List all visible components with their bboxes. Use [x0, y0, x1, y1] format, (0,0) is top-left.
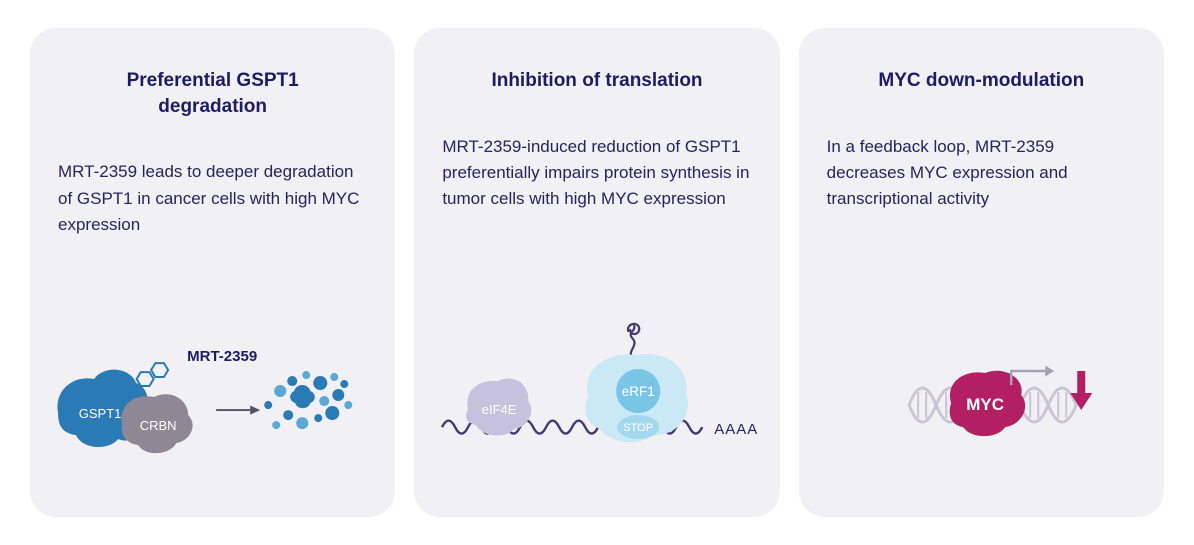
polya-label: AAAA: [715, 421, 759, 438]
myc-svg: MYC: [907, 365, 1092, 436]
card2-title: Inhibition of translation: [491, 70, 703, 91]
erf1-core: [616, 368, 661, 413]
translation-illustration: eIF4E eRF1 STOP AAAA: [414, 321, 779, 491]
erf1-label: eRF1: [622, 384, 655, 399]
degradation-fragments: [264, 370, 353, 429]
molecule-icon: [135, 361, 170, 387]
mrt-2359-label: MRT-2359: [187, 348, 257, 365]
crbn-label: CRBN: [140, 418, 177, 433]
gspt1-degradation-svg: MRT-2359 GSPT1 CRBN: [57, 348, 353, 454]
down-arrow-icon: [1069, 370, 1092, 410]
eif4e-blob: [466, 378, 532, 436]
card1-body: MRT-2359 leads to deeper degradation of …: [58, 162, 360, 234]
card3-body: In a feedback loop, MRT-2359 decreases M…: [826, 136, 1068, 209]
stop-codon: [617, 414, 660, 439]
card-gspt1-degradation: Preferential GSPT1 degradation MRT-2359 …: [30, 28, 396, 517]
crbn-protein-blob: [121, 394, 193, 454]
gspt1-degradation-illustration: MRT-2359 GSPT1 CRBN: [30, 339, 395, 479]
gspt1-label: GSPT1: [79, 406, 122, 421]
nascent-peptide: [627, 322, 641, 360]
stop-label: STOP: [624, 422, 654, 434]
card2-body: MRT-2359-induced reduction of GSPT1 pref…: [442, 136, 750, 209]
card3-title: MYC down-modulation: [878, 70, 1085, 91]
myc-blob: [949, 370, 1025, 436]
myc-label: MYC: [966, 395, 1004, 414]
eif4e-label: eIF4E: [482, 402, 517, 417]
myc-illustration: MYC: [799, 347, 1164, 467]
card-inhibition-translation: Inhibition of translation MRT-2359-induc…: [414, 28, 780, 517]
transcription-arrow: [1009, 365, 1054, 385]
card1-title: Preferential GSPT1 degradation: [126, 70, 299, 117]
degradation-arrow: [216, 405, 261, 415]
card-myc-downmodulation: MYC down-modulation In a feedback loop, …: [798, 28, 1164, 517]
translation-svg: eIF4E eRF1 STOP AAAA: [441, 322, 759, 443]
